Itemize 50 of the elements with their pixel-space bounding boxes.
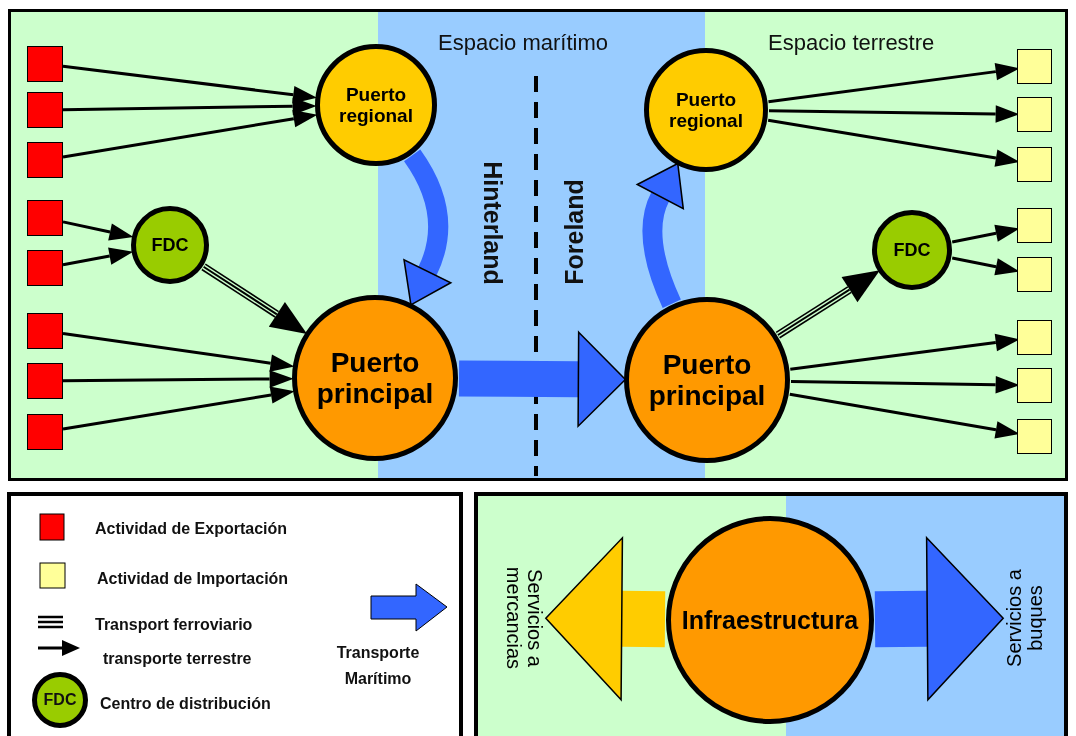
- port-name: FDC: [150, 234, 190, 256]
- import-square: [1017, 49, 1052, 84]
- import-square: [1017, 147, 1052, 182]
- export-square: [27, 313, 63, 349]
- arrow: [62, 247, 134, 267]
- export-square: [27, 142, 63, 178]
- import-square: [1017, 320, 1052, 355]
- export-square: [27, 414, 63, 450]
- region-label: Espacio marítimo: [438, 30, 609, 57]
- arrow: [62, 110, 318, 159]
- zone-label: Hinterland: [478, 160, 507, 287]
- import-square: [1017, 208, 1052, 243]
- legend-label: transporte terrestre: [103, 649, 252, 669]
- block-arrow: [545, 537, 666, 701]
- port-name: Infraestructura: [680, 606, 860, 634]
- legend-label: Actividad de Importación: [97, 569, 289, 589]
- arrow: [62, 64, 318, 104]
- arrow: [63, 370, 294, 388]
- circle-label: FDC: [43, 691, 77, 709]
- export-square: [27, 46, 63, 82]
- export-square: [27, 250, 63, 286]
- port-name: Puerto regional: [338, 83, 414, 127]
- export-square: [27, 200, 63, 236]
- block-arrow: [874, 537, 1004, 701]
- rail-arrow: [775, 270, 880, 339]
- legend-label: Transporte Marítimo: [335, 643, 421, 689]
- export-square: [27, 363, 63, 399]
- arrow: [62, 386, 295, 431]
- arrow: [62, 332, 295, 372]
- import-square: [1017, 419, 1052, 454]
- arrow: [62, 220, 134, 241]
- port-name: Puerto principal: [315, 346, 435, 410]
- curved-arrow: [635, 161, 685, 308]
- port-name: FDC: [892, 239, 932, 261]
- legend-label: Transport ferroviario: [95, 615, 253, 635]
- arrow: [62, 97, 317, 115]
- service-label: Servicios a buques: [1000, 543, 1050, 693]
- legend-label: Centro de distribución: [100, 694, 271, 714]
- service-label: Servicios a mercancias: [499, 543, 549, 693]
- port-name: Puerto regional: [668, 88, 744, 132]
- export-square: [27, 92, 63, 128]
- import-square: [1017, 97, 1052, 132]
- import-square: [1017, 368, 1052, 403]
- zone-label: Foreland: [560, 178, 589, 287]
- region-label: Espacio terrestre: [768, 30, 936, 57]
- import-square: [1017, 257, 1052, 292]
- legend-label: Actividad de Exportación: [95, 519, 288, 539]
- port-name: Puerto principal: [647, 348, 767, 412]
- rail-arrow: [201, 263, 308, 334]
- curved-arrow: [402, 149, 452, 307]
